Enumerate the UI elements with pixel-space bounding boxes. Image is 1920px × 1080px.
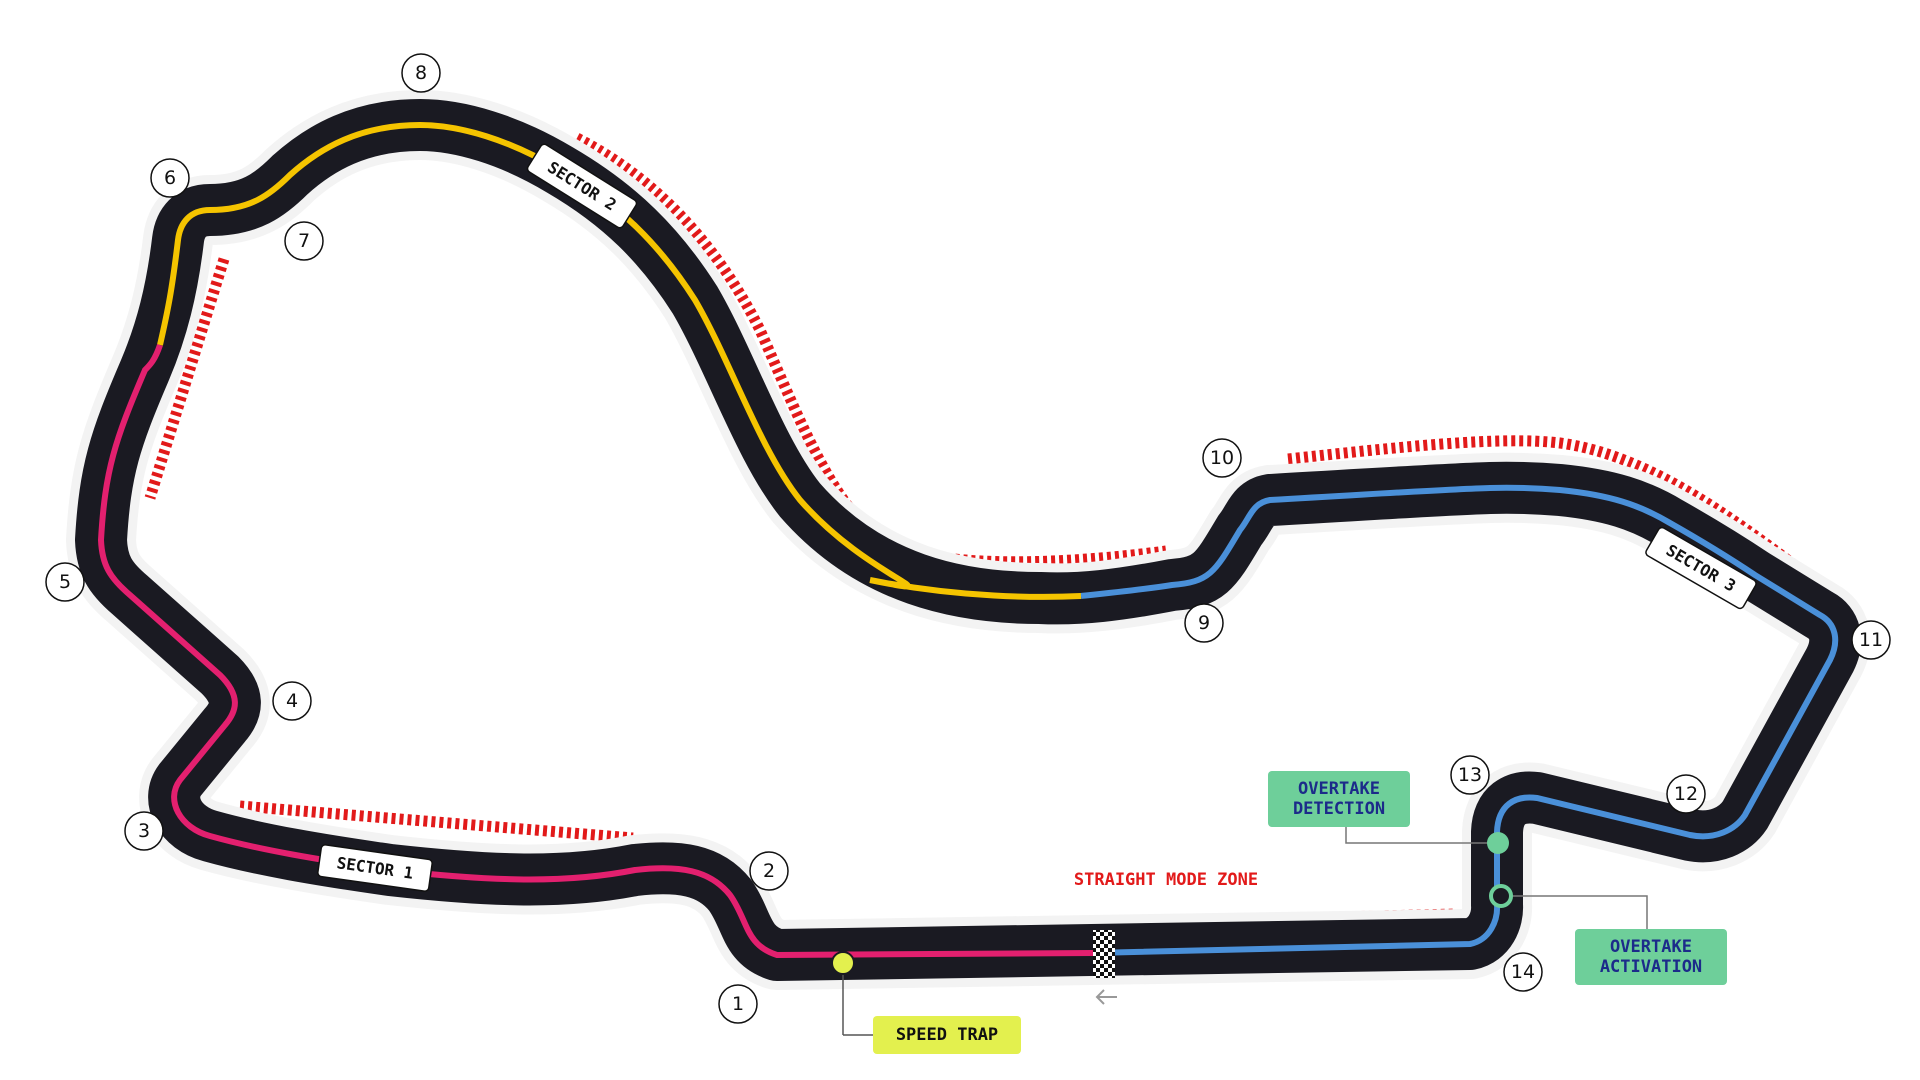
corner-number: 10 — [1210, 447, 1234, 469]
overtake-activation-label-1: OVERTAKE — [1610, 937, 1692, 957]
corner-number: 4 — [286, 690, 298, 712]
corner-marker: 4 — [272, 681, 312, 721]
zone-marker — [574, 133, 1167, 568]
corner-number: 5 — [59, 571, 71, 593]
corner-number: 11 — [1859, 629, 1883, 651]
corner-number: 2 — [763, 860, 775, 882]
overtake-activation-label-2: ACTIVATION — [1600, 957, 1702, 977]
corner-marker: 5 — [45, 562, 85, 602]
overtake-detection: OVERTAKE DETECTION — [1268, 771, 1509, 854]
corner-number: 3 — [138, 820, 150, 842]
arrow-left-icon — [1095, 989, 1117, 1005]
sector-2-badge: SECTOR 2 — [526, 143, 638, 229]
overtake-detection-label-2: DETECTION — [1293, 799, 1385, 819]
speed-trap-tag — [873, 1016, 1021, 1054]
straight-mode-zone-label: STRAIGHT MODE ZONE — [1074, 870, 1258, 890]
overtake-activation-marker — [1489, 884, 1513, 908]
corner-marker: 7 — [284, 221, 324, 261]
sector-3-line — [1080, 484, 1839, 956]
corner-number: 13 — [1458, 764, 1482, 786]
overtake-detection-marker — [1487, 832, 1509, 854]
corner-number: 14 — [1511, 961, 1535, 983]
corner-marker: 12 — [1666, 774, 1706, 814]
overtake-activation-tag — [1575, 929, 1727, 985]
corner-marker: 11 — [1851, 620, 1891, 660]
corner-number: 12 — [1674, 783, 1698, 805]
corner-number: 9 — [1198, 612, 1210, 634]
sector-3-badge: SECTOR 3 — [1645, 526, 1757, 610]
corner-marker: 1 — [718, 984, 758, 1024]
corner-number: 6 — [164, 167, 176, 189]
corner-marker: 13 — [1450, 755, 1490, 795]
overtake-detection-tag — [1268, 771, 1410, 827]
corner-number: 1 — [732, 993, 744, 1015]
corner-marker: 2 — [749, 851, 789, 891]
zone-marker — [144, 257, 230, 500]
zone-marker — [239, 800, 634, 844]
sector-1-line — [97, 344, 1094, 959]
corner-marker: 14 — [1503, 952, 1543, 992]
corner-marker: 9 — [1184, 603, 1224, 643]
corner-marker: 3 — [124, 811, 164, 851]
speed-trap: SPEED TRAP — [831, 951, 1021, 1054]
checkered-flag-icon — [1093, 930, 1115, 978]
corner-marker: 10 — [1202, 438, 1242, 478]
corner-number: 8 — [415, 62, 427, 84]
sector-1-badge: SECTOR 1 — [317, 844, 433, 892]
overtake-detection-label-1: OVERTAKE — [1298, 779, 1380, 799]
corner-markers: 1 2 3 4 5 6 7 8 — [45, 53, 1891, 1024]
corner-marker: 6 — [150, 158, 190, 198]
corner-number: 7 — [298, 230, 310, 252]
overtake-activation: OVERTAKE ACTIVATION — [1489, 884, 1727, 985]
speed-trap-label: SPEED TRAP — [896, 1025, 998, 1045]
speed-trap-marker — [831, 951, 855, 975]
corner-marker: 8 — [401, 53, 441, 93]
